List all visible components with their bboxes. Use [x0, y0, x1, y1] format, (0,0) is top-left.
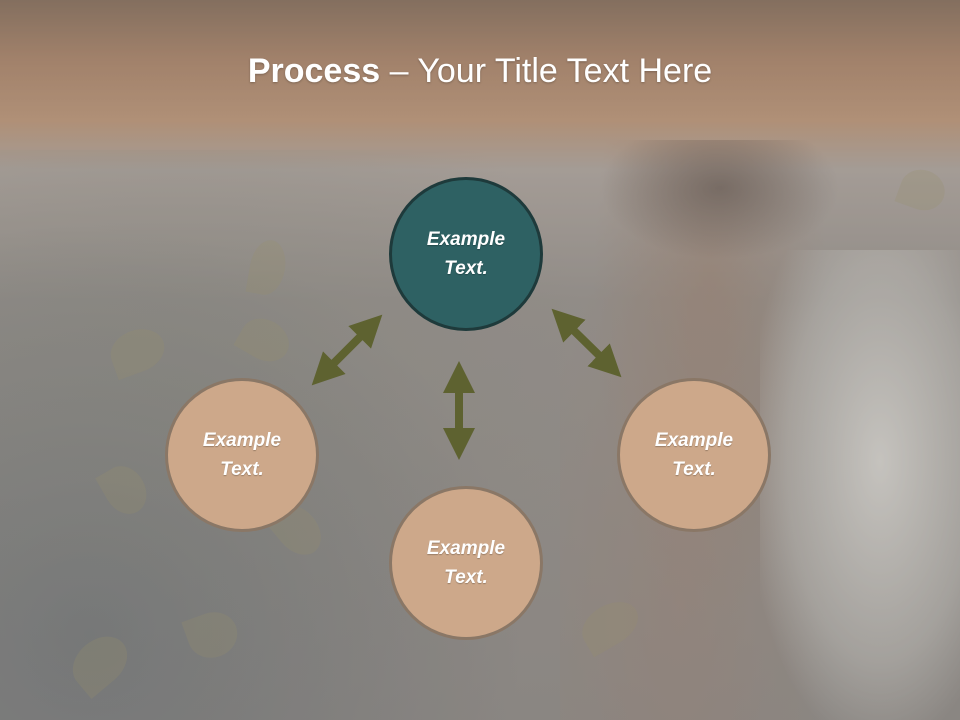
process-node-bottom[interactable]: Example Text. [389, 486, 543, 640]
title-bold: Process [247, 52, 381, 90]
arrow-center-right [551, 308, 622, 378]
node-text: Example Text. [202, 430, 282, 480]
node-text: Example Text. [654, 430, 734, 480]
node-text: Example Text. [426, 538, 506, 588]
node-text: Example Text. [426, 229, 506, 279]
background-photo-hair [600, 140, 840, 260]
process-node-center[interactable]: Example Text. [389, 177, 543, 331]
slide-title: Process – Your Title Text Here [0, 52, 960, 91]
process-node-right[interactable]: Example Text. [617, 378, 771, 532]
background-photo-shirt [760, 250, 960, 720]
title-rest: – Your Title Text Here [380, 52, 713, 90]
process-node-left[interactable]: Example Text. [165, 378, 319, 532]
arrow-center-left [311, 314, 383, 386]
